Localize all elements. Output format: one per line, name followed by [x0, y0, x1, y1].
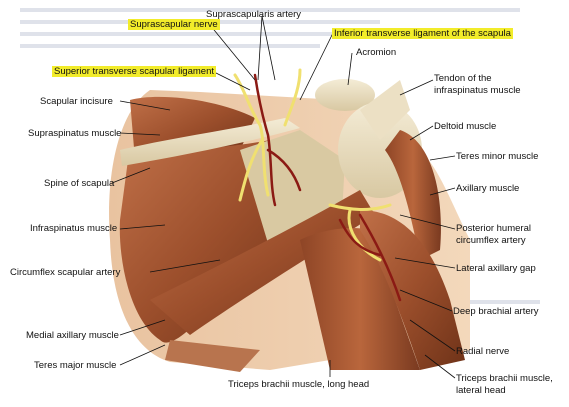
label-spine-of-scapula: Spine of scapula: [44, 178, 115, 189]
label-medial-axillary: Medial axillary muscle: [26, 330, 119, 341]
label-suprascapularis-artery: Suprascapularis artery: [206, 9, 302, 20]
label-tendon-infraspinatus-2: infraspinatus muscle: [434, 85, 521, 96]
label-acromion: Acromion: [356, 47, 397, 58]
label-teres-minor: Teres minor muscle: [456, 151, 539, 162]
label-posterior-humeral-2: circumflex artery: [456, 235, 526, 246]
label-axillary-muscle: Axillary muscle: [456, 183, 520, 194]
label-infraspinatus: Infraspinatus muscle: [30, 223, 118, 234]
label-triceps-long: Triceps brachii muscle, long head: [228, 379, 370, 390]
label-suprascapular-nerve: Suprascapular nerve: [128, 19, 220, 30]
label-deep-brachial: Deep brachial artery: [453, 306, 539, 317]
label-radial-nerve: Radial nerve: [456, 346, 510, 357]
label-circumflex-scapular: Circumflex scapular artery: [10, 267, 121, 278]
label-triceps-lateral-1: Triceps brachii muscle,: [456, 373, 553, 384]
label-lateral-axillary-gap: Lateral axillary gap: [456, 263, 536, 274]
label-triceps-lateral-2: lateral head: [456, 385, 506, 396]
label-superior-transverse-ligament: Superior transverse scapular ligament: [52, 66, 216, 77]
label-scapular-incisure: Scapular incisure: [40, 96, 113, 107]
label-inferior-transverse-ligament: Inferior transverse ligament of the scap…: [332, 28, 513, 39]
label-deltoid: Deltoid muscle: [434, 121, 497, 132]
label-supraspinatus: Supraspinatus muscle: [28, 128, 122, 139]
label-teres-major: Teres major muscle: [34, 360, 117, 371]
label-posterior-humeral-1: Posterior humeral: [456, 223, 531, 234]
label-tendon-infraspinatus-1: Tendon of the: [434, 73, 492, 84]
